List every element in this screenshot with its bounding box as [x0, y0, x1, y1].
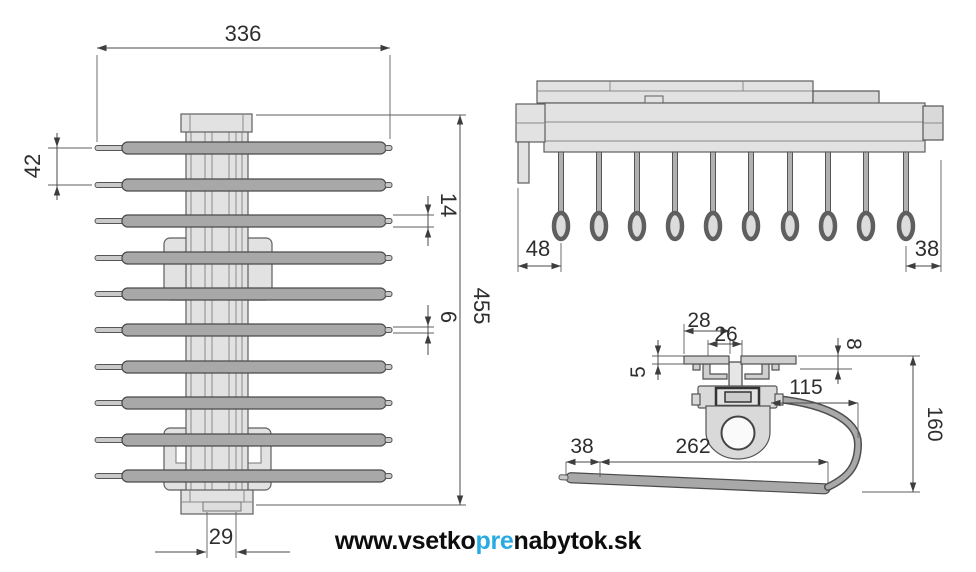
rail-body [543, 102, 926, 153]
dim-label-262: 262 [675, 435, 710, 458]
dim-label-38-side: 38 [915, 236, 939, 261]
front-bracket [515, 103, 546, 184]
hanger-hook [783, 152, 797, 239]
dim-bar-38-262: 38 262 [565, 435, 829, 483]
watermark-highlight: pre [475, 527, 514, 555]
profile-foot [771, 363, 780, 371]
mount-plate-right [740, 355, 797, 365]
dim-bar-14: 14 [393, 193, 461, 246]
dim-label-455: 455 [469, 288, 494, 325]
hanger-bar [94, 214, 393, 228]
top-plate [536, 80, 814, 104]
mount-plate-left [683, 355, 730, 365]
hanger-hook [821, 152, 835, 239]
hanger-bar [94, 141, 393, 155]
dim-label-6: 6 [436, 311, 461, 323]
rail-bottom-cap [180, 489, 254, 515]
dim-label-115: 115 [789, 376, 822, 399]
dim-width-336: 336 [96, 21, 391, 142]
wire-hook [761, 394, 863, 491]
dim-label-29: 29 [209, 524, 233, 549]
slider-body [691, 385, 784, 460]
dim-groove-26: 26 [707, 323, 743, 356]
watermark-url: www.vsetkoprenabytok.sk [0, 527, 976, 556]
dim-plate-28: 28 [683, 309, 731, 354]
section-view: 28 26 5 8 1 [558, 309, 946, 495]
dim-reach-115: 115 [771, 376, 859, 438]
dim-label-160: 160 [923, 406, 946, 441]
profile-foot [692, 363, 701, 371]
dim-label-336: 336 [225, 21, 262, 46]
dim-label-5: 5 [627, 366, 650, 378]
hanger-hook [859, 152, 873, 239]
dim-base-29: 29 [155, 512, 290, 558]
profile-hook-left [702, 363, 728, 380]
hanger-bar [94, 251, 393, 265]
dim-label-8: 8 [842, 338, 865, 350]
hanger-bar [94, 360, 393, 374]
dim-profile-8: 8 [798, 338, 920, 384]
hanger-hook [592, 152, 606, 239]
profile-hook-right [744, 363, 770, 380]
dim-plate-5: 5 [627, 340, 684, 380]
hanger-hook [630, 152, 644, 239]
hanger-hook [744, 152, 758, 239]
ring-hole [720, 415, 756, 451]
hanger-bar [94, 469, 393, 483]
dim-label-48: 48 [526, 236, 550, 261]
hanger-bar [94, 287, 393, 301]
side-view: 48 38 [515, 80, 944, 272]
dim-spacing-42: 42 [20, 133, 92, 200]
flange-cutout [246, 445, 262, 464]
dim-front-48: 48 [517, 188, 562, 272]
hanger-hook [899, 152, 913, 239]
dim-label-38-bottom: 38 [570, 435, 593, 458]
front-view: 336 42 14 6 [20, 21, 494, 558]
watermark-prefix: www.vsetko [334, 527, 476, 555]
dim-label-26: 26 [714, 323, 737, 346]
watermark-suffix: nabytok.sk [513, 527, 642, 555]
profile-stem [728, 361, 743, 389]
dim-rear-38: 38 [905, 160, 942, 272]
dim-length-455: 455 [256, 114, 494, 506]
hanger-bar [94, 178, 393, 192]
hanger-hook [668, 152, 682, 239]
rail-top-cap [180, 113, 253, 133]
hanger-hook [554, 152, 568, 239]
dim-label-14: 14 [436, 193, 461, 217]
dim-drop-160: 160 [862, 356, 946, 493]
hanger-bar [94, 323, 393, 337]
hanger-bar [94, 433, 393, 447]
dim-label-28: 28 [687, 309, 710, 332]
hanger-hook [706, 152, 720, 239]
dim-tip-6: 6 [393, 305, 461, 355]
hanger-bar [94, 396, 393, 410]
rail-end-cap [922, 105, 944, 141]
dim-label-42: 42 [20, 154, 45, 178]
section-bar [558, 472, 831, 495]
